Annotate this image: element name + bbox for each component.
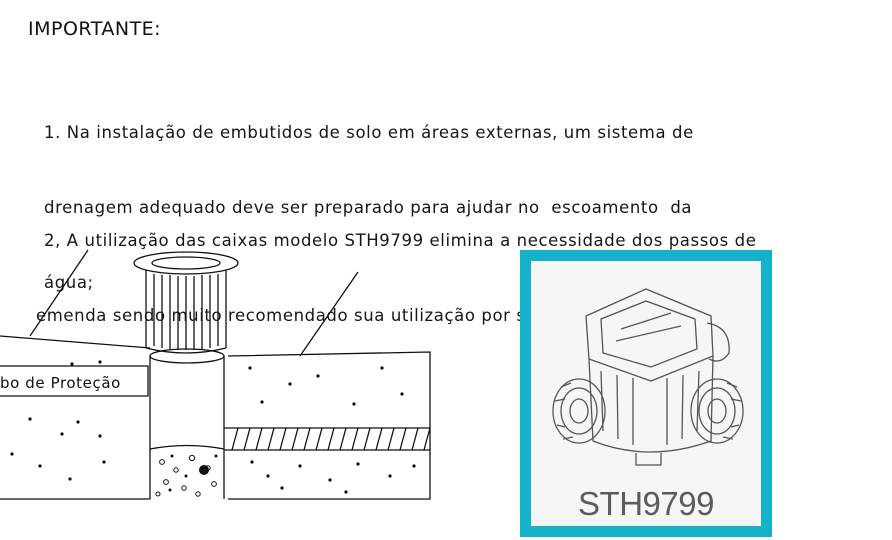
leader-line-left xyxy=(29,249,89,337)
note-1-line-2: drenagem adequado deve ser preparado par… xyxy=(44,198,693,217)
ground-top-left xyxy=(0,335,151,349)
fixture-flange xyxy=(133,251,239,275)
tube-label-box xyxy=(0,365,149,397)
note-2-line-1: 2, A utilização das caixas modelo STH979… xyxy=(44,231,757,250)
note-1-line-3: água; xyxy=(44,273,94,292)
note-1: 1. Na instalação de embutidos de solo em… xyxy=(44,70,694,320)
tube-label: bo de Proteção xyxy=(0,374,121,392)
conduit xyxy=(224,427,430,451)
product-card: STH9799 xyxy=(520,250,772,537)
important-heading: IMPORTANTE: xyxy=(28,18,162,40)
ground-slab-right xyxy=(227,351,431,500)
concrete-dots xyxy=(10,360,416,494)
product-model-label: STH9799 xyxy=(578,485,714,522)
installation-drawing: bo de Proteção xyxy=(0,249,431,500)
leader-line-right xyxy=(299,271,359,357)
product-card-inner: STH9799 xyxy=(531,261,761,526)
note-1-line-1: 1. Na instalação de embutidos de solo em… xyxy=(44,123,694,142)
junction-box-icon xyxy=(552,288,744,466)
